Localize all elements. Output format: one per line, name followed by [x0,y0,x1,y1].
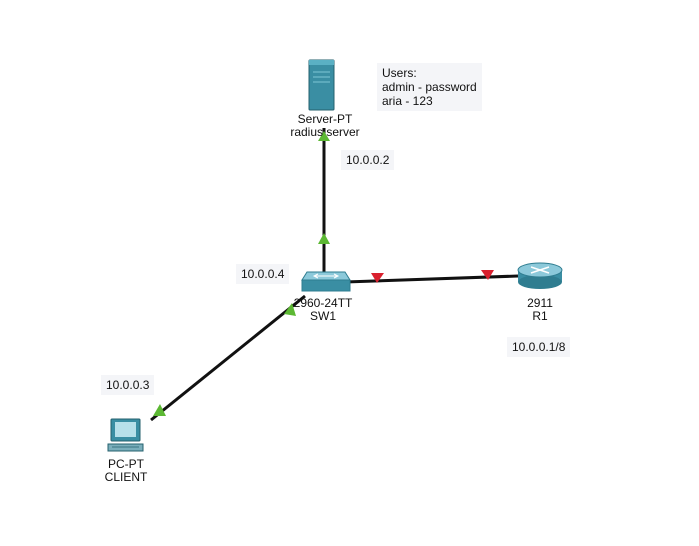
users-note[interactable]: Users: admin - password aria - 123 [377,63,482,111]
users-note-line: aria - 123 [382,94,433,108]
server-model: Server-PT [297,112,353,126]
link-switch-router[interactable] [344,274,519,284]
server-name: radius server [290,125,360,139]
server-ip-text: 10.0.0.2 [346,153,390,167]
router-icon[interactable] [517,262,563,289]
link-up-indicator [153,404,166,416]
router-ip-note[interactable]: 10.0.0.1/8 [507,337,571,357]
pc-name: CLIENT [104,470,148,484]
pc-label: PC-PT CLIENT [105,458,148,484]
link-switch-pc[interactable] [150,294,306,422]
link-up-indicator [284,303,296,316]
switch-ip-note[interactable]: 10.0.0.4 [236,264,290,284]
router-name: R1 [532,309,548,323]
link-down-indicator [371,273,384,283]
link-down-indicator [481,270,494,280]
server-label: Server-PT radius server [290,113,359,139]
switch-label: 2960-24TT SW1 [294,297,353,323]
switch-ip-text: 10.0.0.4 [241,267,285,281]
router-ip-text: 10.0.0.1/8 [512,340,566,354]
link-up-indicator [318,131,330,141]
switch-name: SW1 [309,309,337,323]
pc-icon[interactable] [107,418,144,452]
switch-icon[interactable] [301,271,351,292]
router-model: 2911 [527,296,553,310]
client-ip-text: 10.0.0.3 [106,378,150,392]
pc-model: PC-PT [108,457,144,471]
server-icon[interactable] [308,59,335,111]
router-label: 2911 R1 [527,297,553,323]
client-ip-note[interactable]: 10.0.0.3 [101,375,155,395]
link-up-indicator [318,233,330,244]
switch-model: 2960-24TT [293,296,353,310]
users-note-title: Users: [382,66,417,80]
users-note-line: admin - password [382,80,477,94]
server-ip-note[interactable]: 10.0.0.2 [341,150,395,170]
